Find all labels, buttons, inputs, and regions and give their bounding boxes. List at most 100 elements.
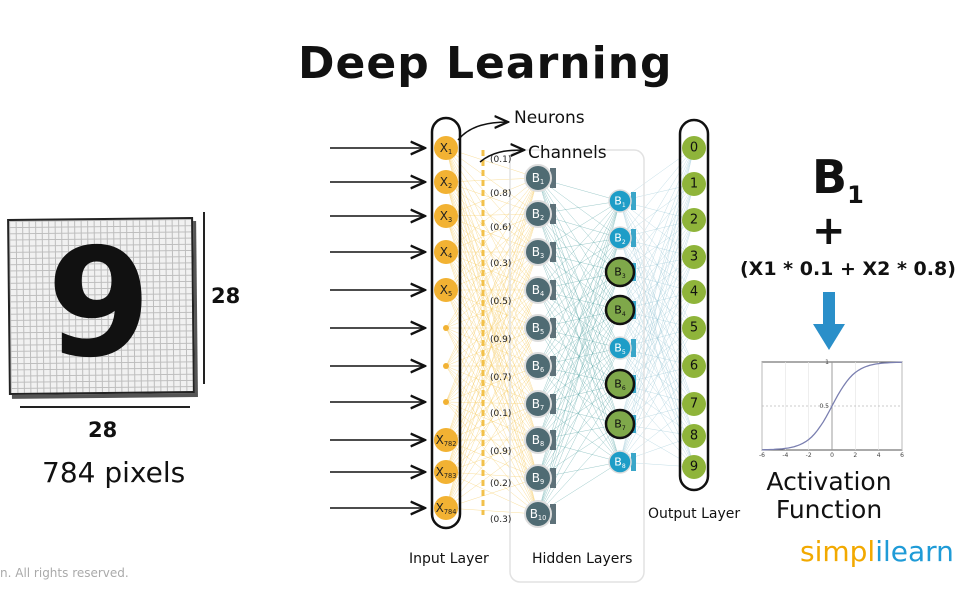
output-layer-capsule [678,118,710,492]
input-hidden-link [445,147,539,367]
input-node [434,496,458,520]
output-node [682,455,706,479]
hidden2-node-label: B3 [614,266,626,280]
weight-label: (0.7) [490,373,511,383]
hidden-output-link [619,256,695,385]
hidden2-node [608,336,632,360]
hidden2-bar [631,192,636,210]
hidden2-bar [631,339,636,357]
hidden1-bar [550,394,556,414]
hidden1-bar [550,504,556,524]
hidden-output-link [619,327,695,425]
hidden-hidden-link [537,177,621,273]
input-hidden-link [445,181,539,291]
hidden1-bar [550,168,556,188]
sigmoid-ytick: 0.5 [819,403,829,410]
input-hidden-link [445,327,539,473]
hidden-output-link [619,291,695,349]
hidden1-node [524,164,552,192]
hidden2-node-label: B8 [614,456,626,470]
input-hidden-link [445,327,539,509]
height-bracket [203,212,205,384]
input-hidden-link [445,365,539,405]
weight-label: (0.1) [490,155,511,165]
hidden-hidden-link [537,200,621,329]
input-hidden-link [445,251,539,441]
hidden-output-link [619,291,695,425]
input-hidden-link [445,403,539,441]
input-hidden-link [445,177,539,509]
hidden1-bar [550,318,556,338]
hidden-output-link [619,200,695,293]
input-node-dot [443,363,449,369]
input-hidden-link [445,181,539,367]
hidden-hidden-link [537,383,621,515]
channels-arrow [479,150,524,163]
input-node [434,204,458,228]
output-node-label: 7 [690,397,698,412]
input-hidden-link [445,181,539,405]
input-hidden-link [445,177,539,367]
hidden1-bar [550,430,556,450]
hidden2-node [608,189,632,213]
input-hidden-link [445,177,539,473]
weight-label: (0.9) [490,335,511,345]
channels-label: Channels [528,143,607,163]
output-node [682,316,706,340]
sigmoid-xtick: 6 [900,452,904,459]
hidden-output-link [619,147,695,463]
input-hidden-link [445,289,539,441]
input-hidden-link [445,251,539,509]
weight-label: (0.5) [490,297,511,307]
input-hidden-link [445,213,539,509]
hidden-output-link [619,309,695,437]
hidden2-node-label: B1 [614,195,626,209]
input-hidden-link [445,365,539,441]
hidden2-node [604,408,636,440]
formula-plus: + [812,208,846,254]
hidden2-node [604,256,636,288]
input-hidden-link [445,439,539,479]
input-hidden-link [445,477,539,509]
hidden-hidden-link [537,200,621,515]
input-node [434,170,458,194]
output-node [682,245,706,269]
hidden-output-link [619,309,695,468]
output-node-label: 2 [690,213,698,228]
hidden1-node [524,276,552,304]
hidden1-bar [550,280,556,300]
input-hidden-link [445,177,539,253]
input-hidden-link [445,327,539,367]
hidden2-node [608,226,632,250]
input-hidden-link [445,365,539,509]
weight-label: (0.8) [490,189,511,199]
input-layer-label: Input Layer [409,551,489,567]
input-hidden-link [445,181,539,515]
input-hidden-link [445,213,539,403]
hidden1-bar [550,356,556,376]
hidden1-bar [550,204,556,224]
sigmoid-xtick: 2 [853,452,857,459]
output-node-label: 0 [690,141,698,156]
weight-label: (0.1) [490,409,511,419]
hidden-hidden-link [537,200,621,367]
input-node-dot [443,325,449,331]
input-hidden-link [445,181,539,253]
output-node-label: 1 [690,177,698,192]
hidden1-node [524,238,552,266]
output-node-label: 4 [690,285,698,300]
page-title: Deep Learning [298,38,673,89]
formula-b1: B1 [812,150,864,210]
weight-label: (0.3) [490,515,511,525]
input-hidden-link [445,147,539,329]
output-node [682,172,706,196]
output-node [682,354,706,378]
input-hidden-link [445,181,539,441]
sigmoid-xtick: -6 [759,452,765,459]
input-hidden-link [445,289,539,367]
input-hidden-link [445,471,539,479]
hidden2-node-label: B6 [614,378,626,392]
hidden2-node-label: B2 [614,232,626,246]
output-node [682,280,706,304]
